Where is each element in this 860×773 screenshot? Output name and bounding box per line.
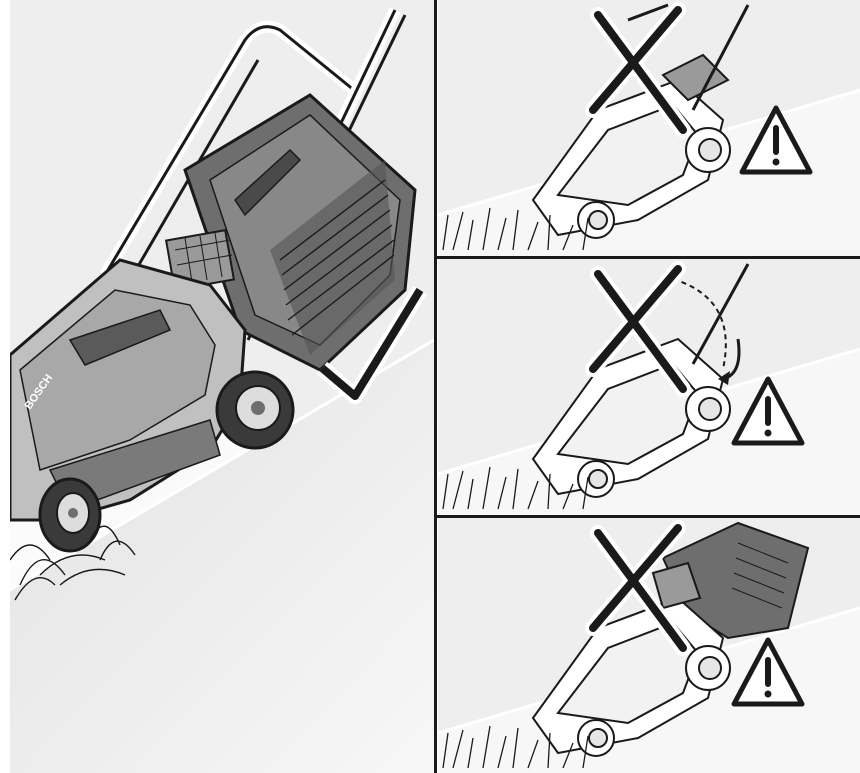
wrong-mowing-illustration-3: [438, 518, 860, 773]
wrong-mowing-illustration-2: [438, 259, 860, 515]
rear-wheel: [217, 372, 293, 448]
vertical-divider: [434, 0, 437, 773]
front-wheel: [40, 479, 100, 551]
correct-mowing-illustration: BOSCH: [10, 0, 434, 773]
panel-correct-mowing: BOSCH: [10, 0, 434, 773]
panel-wrong-mowing-3: [438, 518, 860, 773]
panel-wrong-mowing-1: [438, 0, 860, 256]
panel-wrong-mowing-2: [438, 259, 860, 515]
wrong-mowing-illustration-1: [438, 0, 860, 256]
